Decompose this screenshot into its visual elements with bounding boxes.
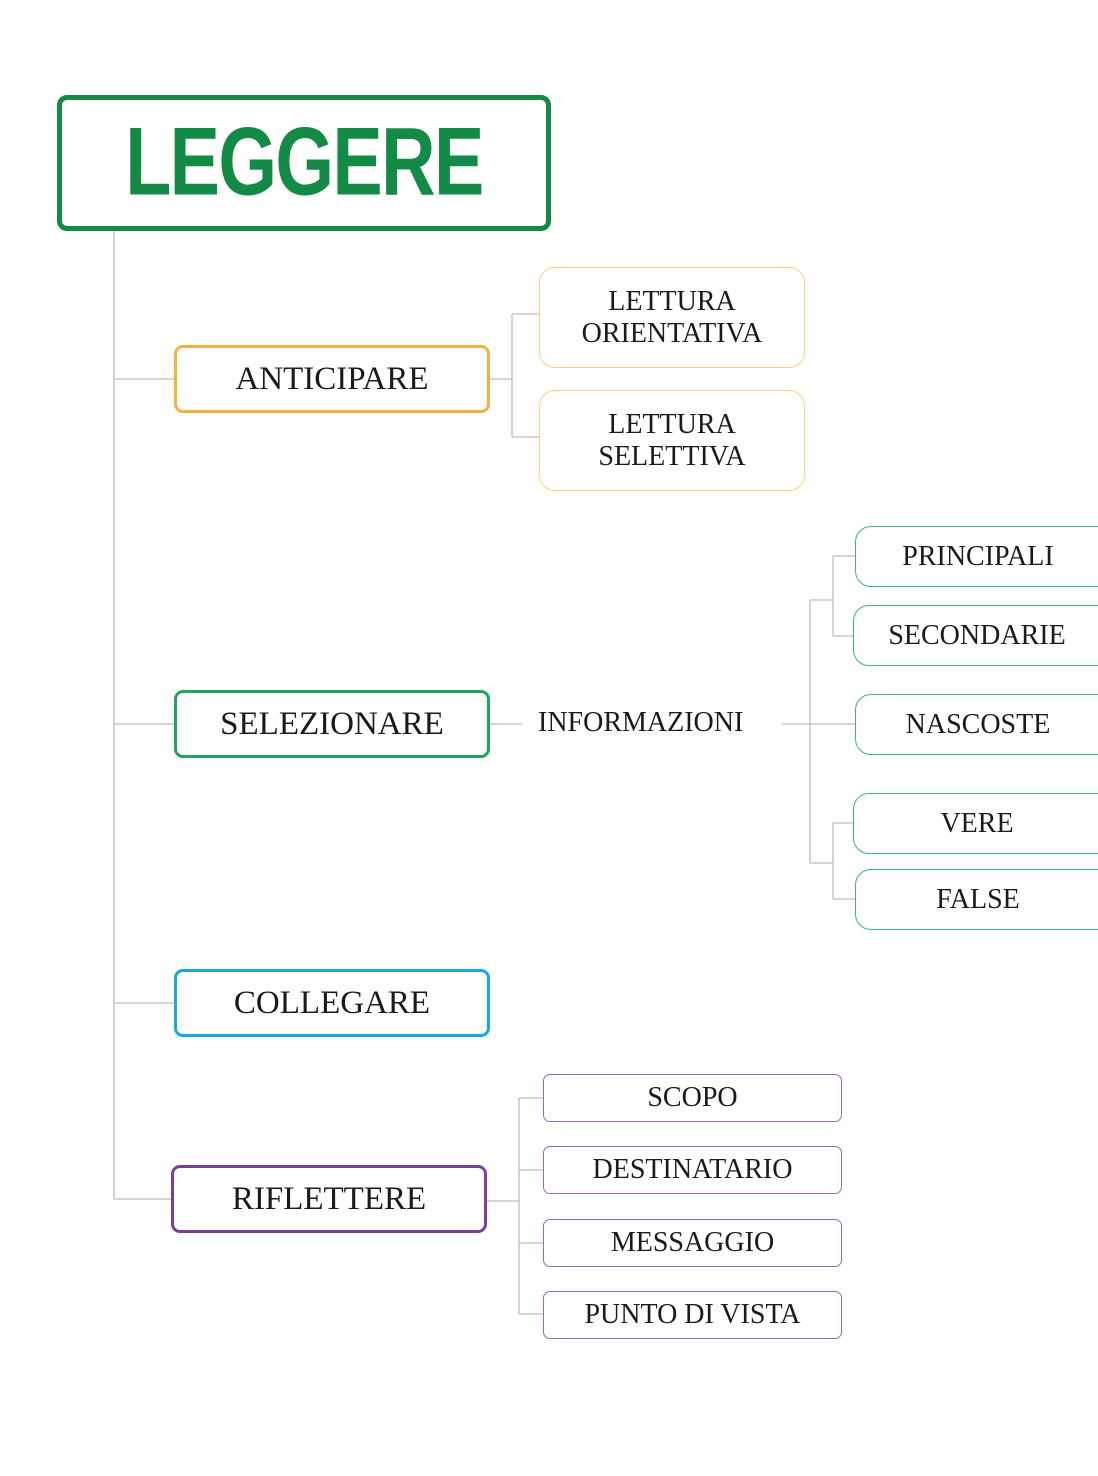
node-selezionare: SELEZIONARE (174, 690, 490, 758)
title-box: LEGGERE (57, 95, 551, 231)
node-lettura-selettiva: LETTURA SELETTIVA (539, 390, 805, 491)
node-false: FALSE (855, 869, 1098, 930)
node-nascoste: NASCOSTE (855, 694, 1098, 755)
node-scopo: SCOPO (543, 1074, 842, 1122)
node-label: NASCOSTE (905, 708, 1051, 740)
node-label: VERE (940, 807, 1014, 839)
node-messaggio: MESSAGGIO (543, 1219, 842, 1267)
node-label: DESTINATARIO (592, 1154, 793, 1186)
node-label: SECONDARIE (888, 619, 1066, 651)
node-destinatario: DESTINATARIO (543, 1146, 842, 1194)
node-label: LETTURA SELETTIVA (598, 409, 746, 472)
node-collegare: COLLEGARE (174, 969, 490, 1037)
node-secondarie: SECONDARIE (853, 605, 1098, 666)
node-label: LETTURA ORIENTATIVA (581, 286, 763, 349)
node-informazioni: INFORMAZIONI (538, 707, 744, 738)
node-anticipare: ANTICIPARE (174, 345, 490, 413)
node-lettura-orientativa: LETTURA ORIENTATIVA (539, 267, 805, 368)
node-label: FALSE (936, 883, 1020, 915)
node-label: ANTICIPARE (235, 360, 429, 397)
node-label: SCOPO (647, 1082, 738, 1114)
node-label: COLLEGARE (233, 984, 431, 1021)
node-label: PUNTO DI VISTA (584, 1299, 801, 1331)
node-label: RIFLETTERE (231, 1180, 427, 1217)
node-label: SELEZIONARE (220, 705, 444, 742)
node-label: MESSAGGIO (610, 1227, 775, 1259)
node-riflettere: RIFLETTERE (171, 1165, 487, 1233)
title-text: LEGGERE (125, 108, 484, 217)
node-punto-di-vista: PUNTO DI VISTA (543, 1291, 842, 1339)
node-label: PRINCIPALI (902, 540, 1054, 572)
node-vere: VERE (853, 793, 1098, 854)
node-principali: PRINCIPALI (855, 526, 1098, 587)
